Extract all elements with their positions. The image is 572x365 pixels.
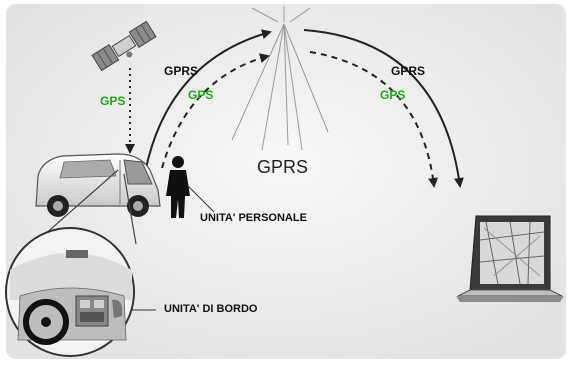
- gprs-label-left: GPRS: [164, 64, 199, 78]
- gps-arrow-tower-to-laptop: [309, 51, 439, 188]
- person-icon: [166, 156, 190, 218]
- gprs-label-right: GPRS: [391, 64, 426, 78]
- gprs-label-center: GPRS: [257, 157, 309, 177]
- gprs-arrow-van-to-tower: [145, 29, 272, 169]
- gprs-arrow-tower-to-laptop: [303, 29, 464, 188]
- satellite-icon: [91, 20, 157, 72]
- antenna-tower-icon: [231, 6, 329, 151]
- gps-label-left-arrow: GPS: [188, 88, 214, 102]
- gps-label-satellite: GPS: [100, 94, 126, 108]
- magnifier-line-right: [123, 173, 137, 245]
- laptop-icon: [456, 215, 564, 302]
- dashboard-magnifier-icon: [5, 227, 135, 357]
- onboard-unit-label: UNITA' DI BORDO: [164, 303, 258, 315]
- personal-unit-label: UNITA' PERSONALE: [200, 212, 307, 224]
- van-icon: [35, 153, 161, 217]
- gps-label-right: GPS: [380, 88, 406, 102]
- personal-unit-pointer: [187, 185, 215, 213]
